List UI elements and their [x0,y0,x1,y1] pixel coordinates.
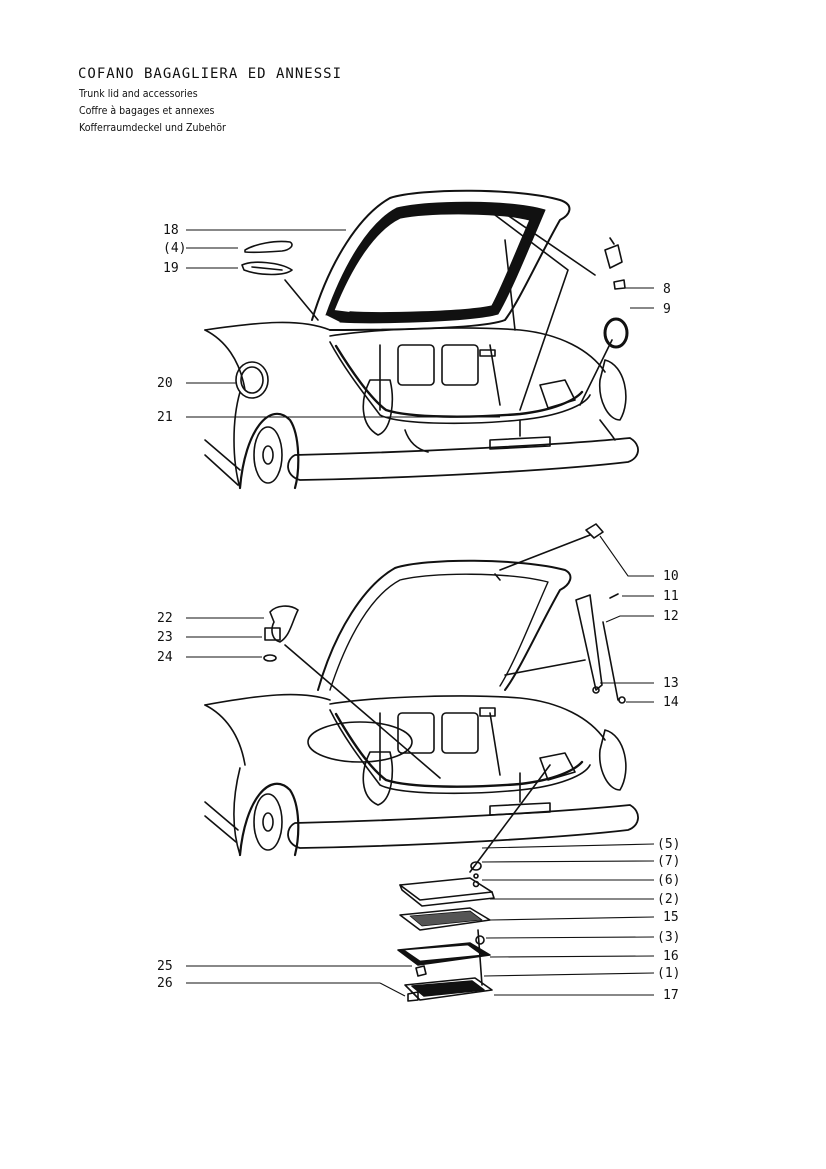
car-rear-open-lid-illustration [204,189,639,490]
car-rear-trunk-fittings-illustration [204,523,639,1002]
callout-6-optional: (6) [657,873,680,888]
subtitle-french: Coffre à bagages et annexes [79,105,215,117]
callout-22: 22 [157,611,173,626]
callout-14: 14 [663,695,679,710]
bottom-callout-leaders [186,535,655,997]
callout-7-optional: (7) [657,854,680,869]
top-callout-leaders [186,229,654,418]
subtitle-english: Trunk lid and accessories [79,88,198,100]
callout-10: 10 [663,569,679,584]
callout-19: 19 [163,261,179,276]
callout-11: 11 [663,589,679,604]
subtitle-german: Kofferraumdeckel und Zubehör [79,122,226,134]
callout-15: 15 [663,910,679,925]
callout-24: 24 [157,650,173,665]
page-title: COFANO BAGAGLIERA ED ANNESSI [78,66,343,82]
callout-5-optional: (5) [657,837,680,852]
callout-2-optional: (2) [657,892,680,907]
callout-12: 12 [663,609,679,624]
callout-13: 13 [663,676,679,691]
callout-3-optional: (3) [657,930,680,945]
callout-16: 16 [663,949,679,964]
page-heading: COFANO BAGAGLIERA ED ANNESSI Trunk lid a… [78,66,342,139]
callout-17: 17 [663,988,679,1003]
callout-18: 18 [163,223,179,238]
callout-23: 23 [157,630,173,645]
top-callout-labels: 18 (4) 19 20 21 8 9 [157,223,671,425]
callout-4-optional: (4) [163,241,186,256]
callout-1-optional: (1) [657,966,680,981]
bottom-callout-labels: 22 23 24 25 26 10 11 12 13 14 (5) (7) (6… [157,569,680,1003]
callout-26: 26 [157,976,173,991]
callout-25: 25 [157,959,173,974]
callout-21: 21 [157,410,173,425]
callout-9: 9 [663,302,671,317]
callout-8: 8 [663,282,671,297]
callout-20: 20 [157,376,173,391]
